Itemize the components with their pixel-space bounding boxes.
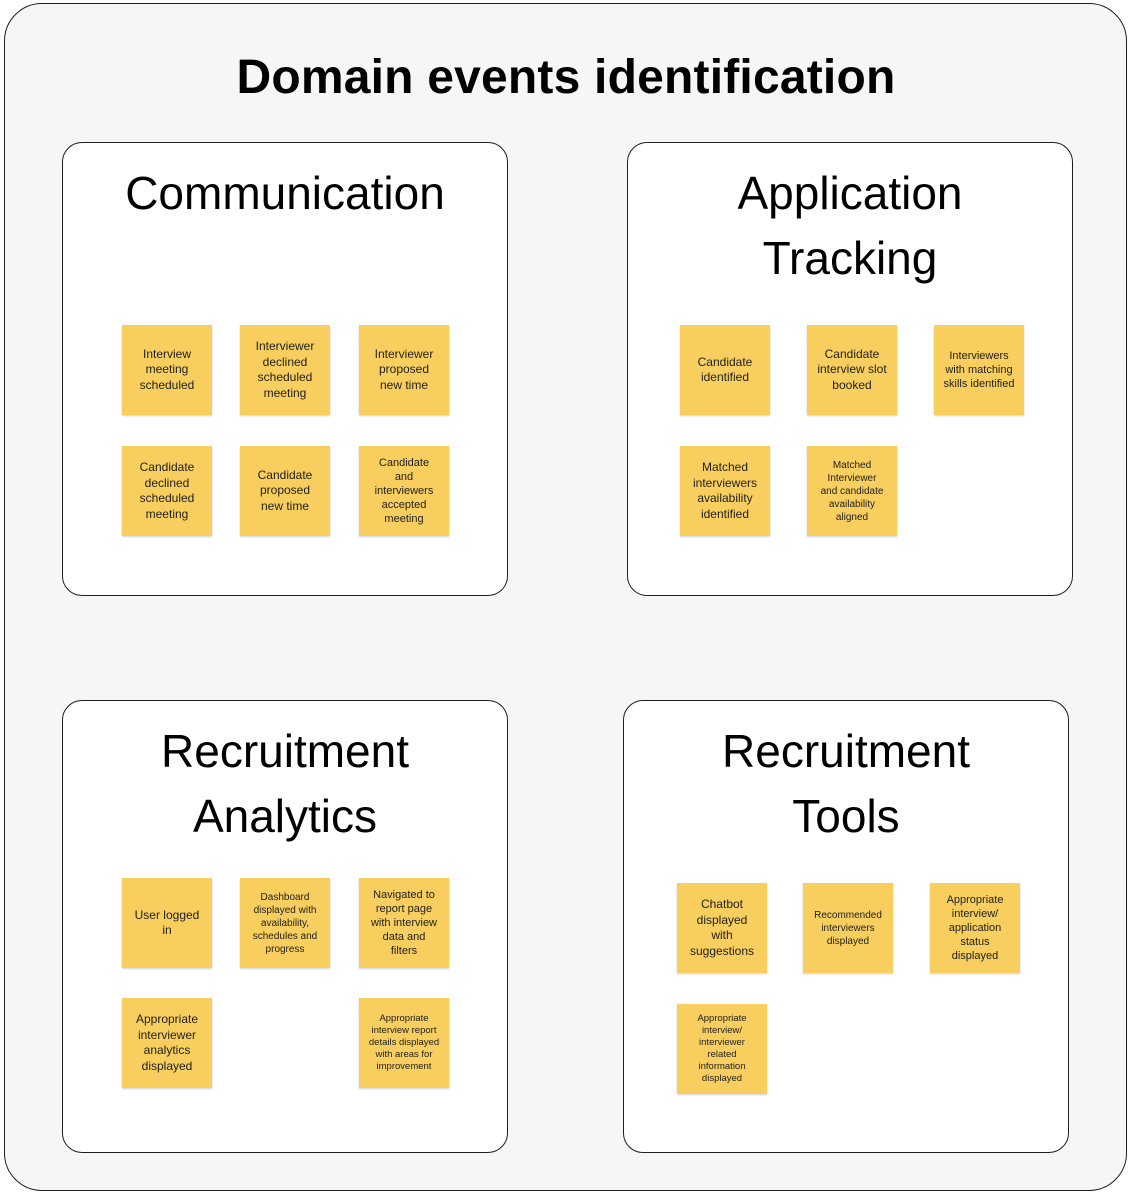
sticky-note[interactable]: User logged in <box>122 878 212 968</box>
sticky-note[interactable]: Candidate declined scheduled meeting <box>122 446 212 536</box>
sticky-note[interactable]: Interview meeting scheduled <box>122 325 212 415</box>
sticky-note[interactable]: Appropriate interview report details dis… <box>359 998 449 1088</box>
panel-recruitment-tools: Recruitment Tools Chatbot displayed with… <box>623 700 1069 1153</box>
sticky-note[interactable]: Dashboard displayed with availability, s… <box>240 878 330 968</box>
panel-title-communication: Communication <box>125 167 445 219</box>
sticky-note[interactable]: Candidate identified <box>680 325 770 415</box>
sticky-note[interactable]: Matched interviewers availability identi… <box>680 446 770 536</box>
sticky-note[interactable]: Candidate proposed new time <box>240 446 330 536</box>
sticky-note[interactable]: Appropriate interviewer analytics displa… <box>122 998 212 1088</box>
sticky-note[interactable]: Navigated to report page with interview … <box>359 878 449 968</box>
sticky-note[interactable]: Interviewers with matching skills identi… <box>934 325 1024 415</box>
panel-communication: Communication Interview meeting schedule… <box>62 142 508 596</box>
panel-title-recruitment-analytics: Recruitment Analytics <box>161 725 409 842</box>
sticky-note[interactable]: Candidate interview slot booked <box>807 325 897 415</box>
sticky-note[interactable]: Recommended interviewers displayed <box>803 883 893 973</box>
panel-application-tracking: Application Tracking Candidate identifie… <box>627 142 1073 596</box>
sticky-note[interactable]: Appropriate interview/ interviewer relat… <box>677 1004 767 1094</box>
sticky-note[interactable]: Candidate and interviewers accepted meet… <box>359 446 449 536</box>
page-title: Domain events identification <box>236 51 896 104</box>
sticky-note[interactable]: Interviewer declined scheduled meeting <box>240 325 330 415</box>
panel-recruitment-analytics: Recruitment Analytics User logged in Das… <box>62 700 508 1153</box>
panel-title-recruitment-tools: Recruitment Tools <box>722 725 970 842</box>
panel-title-application-tracking: Application Tracking <box>737 167 963 284</box>
sticky-note[interactable]: Chatbot displayed with suggestions <box>677 883 767 973</box>
sticky-note[interactable]: Appropriate interview/ application statu… <box>930 883 1020 973</box>
sticky-note[interactable]: Interviewer proposed new time <box>359 325 449 415</box>
sticky-note[interactable]: Matched Interviewer and candidate availa… <box>807 446 897 536</box>
